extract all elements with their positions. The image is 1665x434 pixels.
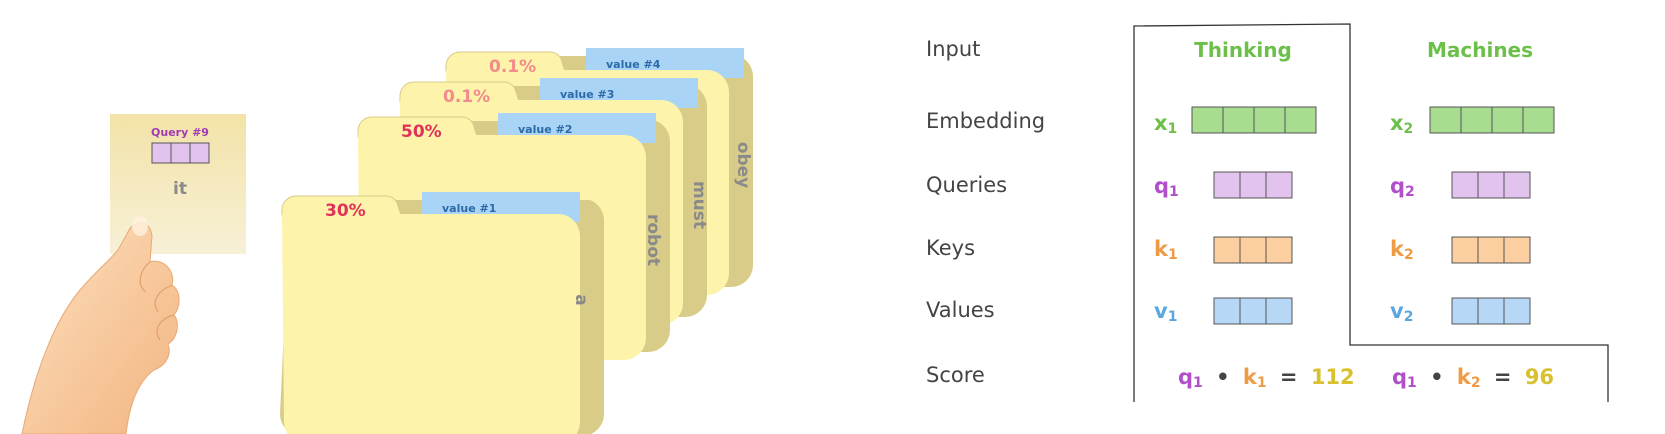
attention-weight: 50% <box>401 122 442 142</box>
svg-text:q1: q1 <box>1154 174 1179 200</box>
thinking-column-outline <box>1133 23 1609 402</box>
value-vector-thinking-cell <box>1213 297 1241 325</box>
value-v2: v2 <box>1390 299 1413 325</box>
vector-cells <box>1191 106 1555 325</box>
key-vector-thinking <box>1213 236 1293 264</box>
embedding-vector-thinking-cell <box>1222 106 1255 134</box>
folder-tab <box>357 116 479 140</box>
svg-text:k2: k2 <box>1390 237 1414 263</box>
column-word-machines: Machines <box>1427 38 1533 62</box>
key-vector-thinking-cell <box>1239 236 1267 264</box>
row-label-embedding: Embedding <box>926 109 1045 133</box>
key-vector-machines-cell <box>1451 236 1479 264</box>
embedding-vector-machines-cell <box>1491 106 1524 134</box>
folder-tab <box>399 81 521 105</box>
folder-body <box>282 214 580 434</box>
key-vector-machines <box>1451 236 1531 264</box>
attention-weight: 0.1% <box>443 87 490 107</box>
key-vector-thinking-cell <box>1213 236 1241 264</box>
value-vector-machines-cell <box>1503 297 1531 325</box>
query-card-group: Query #9 it <box>21 114 246 434</box>
embedding-vector-thinking-cell <box>1191 106 1224 134</box>
query-q2: q2 <box>1390 174 1415 200</box>
query-vector-thinking-cell <box>1265 171 1293 199</box>
embedding-x1: x1 <box>1154 111 1177 137</box>
svg-text:k1: k1 <box>1154 237 1178 263</box>
query-vector-machines-cell <box>1477 171 1505 199</box>
value-v1: v1 <box>1154 299 1177 325</box>
embedding-vector-machines <box>1429 106 1555 134</box>
value-vector-machines-cell <box>1477 297 1505 325</box>
svg-text:x2: x2 <box>1390 111 1413 137</box>
query-vector-machines <box>1451 171 1531 199</box>
embedding-vector-machines-cell <box>1429 106 1462 134</box>
folder-stack: 0.1% value #4 obey 0.1% value #3 must 50% value… <box>280 48 753 434</box>
value-label: value #3 <box>560 88 614 101</box>
value-vector-machines-cell <box>1451 297 1479 325</box>
embedding-vector-machines-cell <box>1460 106 1493 134</box>
query-vector-machines-cell <box>1503 171 1531 199</box>
svg-text:q1 • k1: q1 • k1 = 112 <box>1178 365 1355 392</box>
attention-weight: 0.1% <box>489 57 536 77</box>
folder-tab <box>281 195 403 219</box>
key-vector-machines-cell <box>1477 236 1505 264</box>
query-vector-thinking-cell <box>1213 171 1241 199</box>
value-label: value #4 <box>606 58 661 71</box>
query-vector-thinking <box>1213 171 1293 199</box>
value-vector-thinking-cell <box>1239 297 1267 325</box>
svg-text:v1: v1 <box>1154 299 1177 325</box>
value-label: value #2 <box>518 123 572 136</box>
value-label: value #1 <box>442 202 496 215</box>
embedding-x2: x2 <box>1390 111 1413 137</box>
svg-text:q1 • k2: q1 • k2 = 96 <box>1392 365 1554 392</box>
row-label-values: Values <box>926 298 995 322</box>
folder-tab <box>445 51 567 75</box>
key-word: robot <box>643 214 663 266</box>
folder-1: 30% value #1 a <box>280 192 604 434</box>
self-attention-table: Input Embedding Queries Keys Values Scor… <box>926 23 1609 402</box>
key-k2: k2 <box>1390 237 1414 263</box>
row-label-queries: Queries <box>926 173 1007 197</box>
score-machines: q1 • k2 = 96 <box>1392 365 1554 392</box>
key-word: obey <box>733 142 753 188</box>
query-vector-machines-cell <box>1451 171 1479 199</box>
query-card-word: it <box>173 179 187 199</box>
query-vector-thinking-cell <box>1239 171 1267 199</box>
score-thinking: q1 • k1 = 112 <box>1178 365 1355 392</box>
embedding-vector-machines-cell <box>1522 106 1555 134</box>
attention-weight: 30% <box>325 201 366 221</box>
embedding-vector-thinking-cell <box>1284 106 1317 134</box>
row-label-keys: Keys <box>926 236 975 260</box>
key-word: must <box>689 181 709 229</box>
query-card-title: Query #9 <box>151 126 209 139</box>
svg-text:q2: q2 <box>1390 174 1415 200</box>
hand-icon <box>21 216 180 434</box>
value-vector-thinking-cell <box>1265 297 1293 325</box>
key-vector-machines-cell <box>1503 236 1531 264</box>
svg-text:v2: v2 <box>1390 299 1413 325</box>
key-vector-thinking-cell <box>1265 236 1293 264</box>
svg-text:x1: x1 <box>1154 111 1177 137</box>
query-q1: q1 <box>1154 174 1179 200</box>
value-vector-thinking <box>1213 297 1293 325</box>
row-label-score: Score <box>926 363 985 387</box>
value-vector-machines <box>1451 297 1531 325</box>
embedding-vector-thinking-cell <box>1253 106 1286 134</box>
row-label-input: Input <box>926 37 980 61</box>
column-word-thinking: Thinking <box>1194 38 1292 62</box>
key-word: a <box>571 294 591 305</box>
key-k1: k1 <box>1154 237 1178 263</box>
query-card-vector <box>151 142 210 164</box>
embedding-vector-thinking <box>1191 106 1317 134</box>
